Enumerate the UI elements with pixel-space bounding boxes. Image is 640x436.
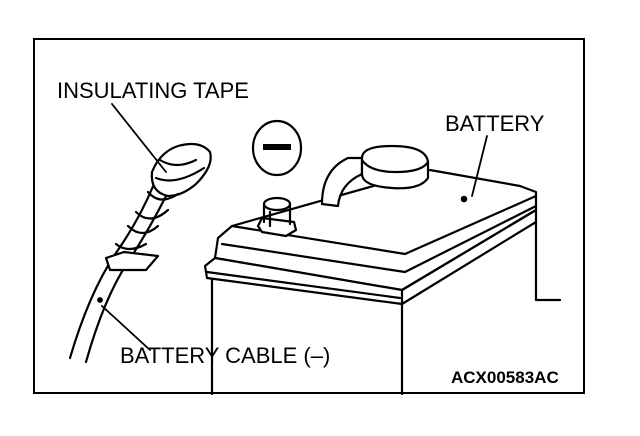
battery-body (203, 168, 562, 396)
positive-terminal-cap (320, 144, 468, 208)
leader-insulating-tape (111, 103, 167, 173)
label-insulating-tape: INSULATING TAPE (57, 78, 249, 103)
label-battery-cable: BATTERY CABLE (–) (120, 343, 331, 368)
leader-battery-cable (101, 305, 151, 351)
label-battery: BATTERY (445, 111, 545, 136)
figure-code: ACX00583AC (451, 368, 559, 387)
leader-battery (471, 135, 488, 197)
leader-lines (101, 103, 488, 351)
battery-cable (68, 142, 212, 364)
negative-terminal-post (256, 196, 298, 238)
figure-frame (33, 38, 585, 394)
negative-sign-icon (251, 119, 303, 177)
